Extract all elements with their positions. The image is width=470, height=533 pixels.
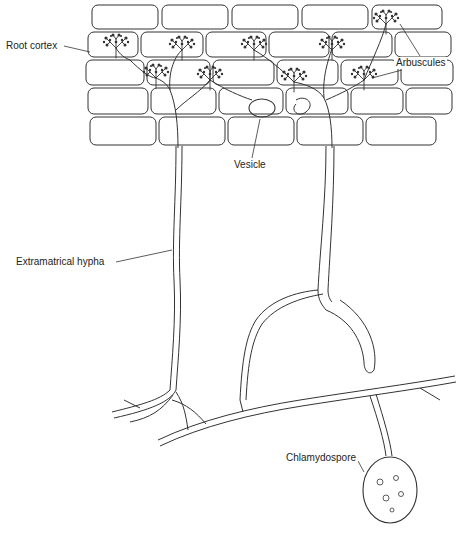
- part-label: Arbuscules: [394, 57, 447, 69]
- cortex-cells: [86, 5, 453, 145]
- part-label: Chlamydospore: [284, 452, 358, 464]
- part-label: Extramatrical hypha: [14, 256, 106, 268]
- intracellular-hyphae: [116, 24, 386, 148]
- part-label: Root cortex: [4, 40, 59, 52]
- arbuscules: [103, 10, 399, 93]
- chlamydospore-figure: [363, 457, 417, 523]
- part-label: Vesicle: [232, 159, 268, 171]
- leader-lines: [64, 24, 420, 472]
- extramatrical-hyphae: [112, 146, 456, 456]
